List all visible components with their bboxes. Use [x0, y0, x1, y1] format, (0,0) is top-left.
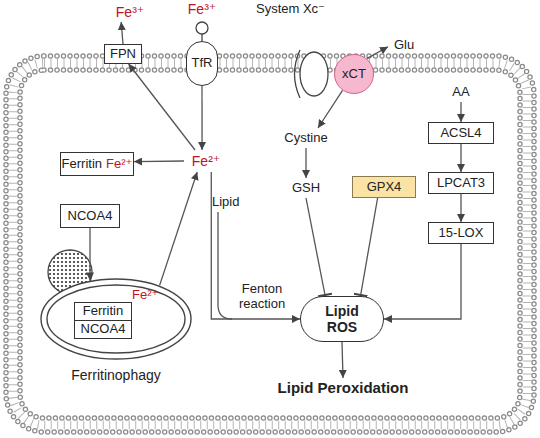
node-text: ACSL4 [440, 126, 481, 141]
transferrin-circle [196, 22, 208, 34]
autophagosome: Fe²⁺FerritinophagyFerritinNCOA4 [40, 278, 192, 360]
arrow-line [367, 47, 388, 59]
membrane-heads-inner [20, 70, 520, 418]
membrane-heads-inner-fill [20, 70, 520, 418]
ion-label: Fe³⁺ [180, 0, 224, 18]
node-text: Fe²⁺ [192, 153, 220, 169]
transporter-name: System Xc⁻ [256, 2, 325, 17]
arrow-line [129, 64, 195, 150]
arrow-line [460, 102, 461, 122]
arrow-line [134, 160, 184, 162]
protein-box: Ferritin [74, 302, 132, 321]
ion-label: Fe²⁺ [184, 150, 228, 172]
arrow-line [460, 194, 461, 222]
node-text: NCOA4 [81, 322, 126, 337]
node-text: Cystine [284, 131, 327, 146]
metabolite-label: Cystine [276, 128, 336, 148]
ion-label: Fe³⁺ [108, 2, 152, 22]
membrane-tails [13, 63, 527, 425]
lipid-line [218, 212, 232, 319]
arrow-line [89, 228, 90, 280]
receptor-shape: TfR [186, 41, 218, 86]
node-text: TfR [192, 56, 213, 71]
node-text: Fe³⁺ [116, 4, 144, 20]
node-text: Glu [394, 38, 414, 53]
transporter-subunit [300, 52, 328, 96]
node-text: AA [452, 85, 469, 100]
node-text: GSH [292, 181, 320, 196]
node-text: Ferritin [62, 157, 102, 172]
node-text: NCOA4 [68, 209, 113, 224]
arrow-line [121, 22, 123, 44]
enzyme-box: ACSL4 [428, 122, 494, 144]
protein-box: NCOA4 [60, 204, 120, 228]
node-text: 15-LOX [439, 226, 484, 241]
arrow-line [305, 148, 306, 178]
protein-box: NCOA4 [74, 320, 132, 339]
arrow-line [211, 172, 300, 319]
transporter-circle: xCT [334, 54, 374, 94]
edge-label: Fenton reaction [230, 282, 294, 312]
node-text: GPX4 [367, 180, 402, 195]
node-text: xCT [342, 67, 366, 82]
protein-box: Ferritin Fe²⁺ [60, 152, 134, 176]
node-text: Fe³⁺ [188, 1, 216, 17]
arrow-line [318, 90, 343, 128]
arrow-line [460, 144, 461, 172]
inner-membrane [47, 285, 185, 353]
node-text: FPN [110, 47, 136, 62]
substrate-label: Lipid [212, 195, 239, 210]
metabolite-label: GSH [286, 178, 326, 198]
arrow-line [160, 172, 198, 285]
membrane-heads-outer-fill [6, 56, 534, 432]
enzyme-box: 15-LOX [428, 222, 494, 244]
inhibition-line [360, 198, 377, 296]
enzyme-box: GPX4 [352, 176, 416, 198]
node-text: LPCAT3 [437, 176, 485, 191]
receptor-stem [201, 34, 202, 41]
node-text: Fe²⁺ [132, 288, 158, 303]
node-text: Ferritin [83, 304, 123, 319]
node-text: Fe²⁺ [106, 157, 132, 172]
outcome-label: Lipid Peroxidation [258, 378, 428, 398]
transporter-box: FPN [104, 44, 142, 64]
metabolite-label: Glu [388, 36, 420, 54]
inhibition-line [306, 198, 325, 296]
arrow-line [342, 342, 343, 378]
node-text: Lipid Peroxidation [278, 379, 409, 396]
metabolite-label: AA [446, 82, 476, 102]
enzyme-box: LPCAT3 [428, 172, 494, 194]
membrane-heads-outer [6, 56, 534, 432]
outer-membrane [41, 279, 191, 359]
node-text: Lipid ROS [317, 303, 367, 335]
transporter-arc [295, 50, 301, 98]
arrow-line [201, 86, 202, 150]
arrow-line [384, 244, 461, 319]
ros-shape: Lipid ROS [300, 296, 384, 342]
node-text: Ferritinophagy [40, 367, 192, 383]
